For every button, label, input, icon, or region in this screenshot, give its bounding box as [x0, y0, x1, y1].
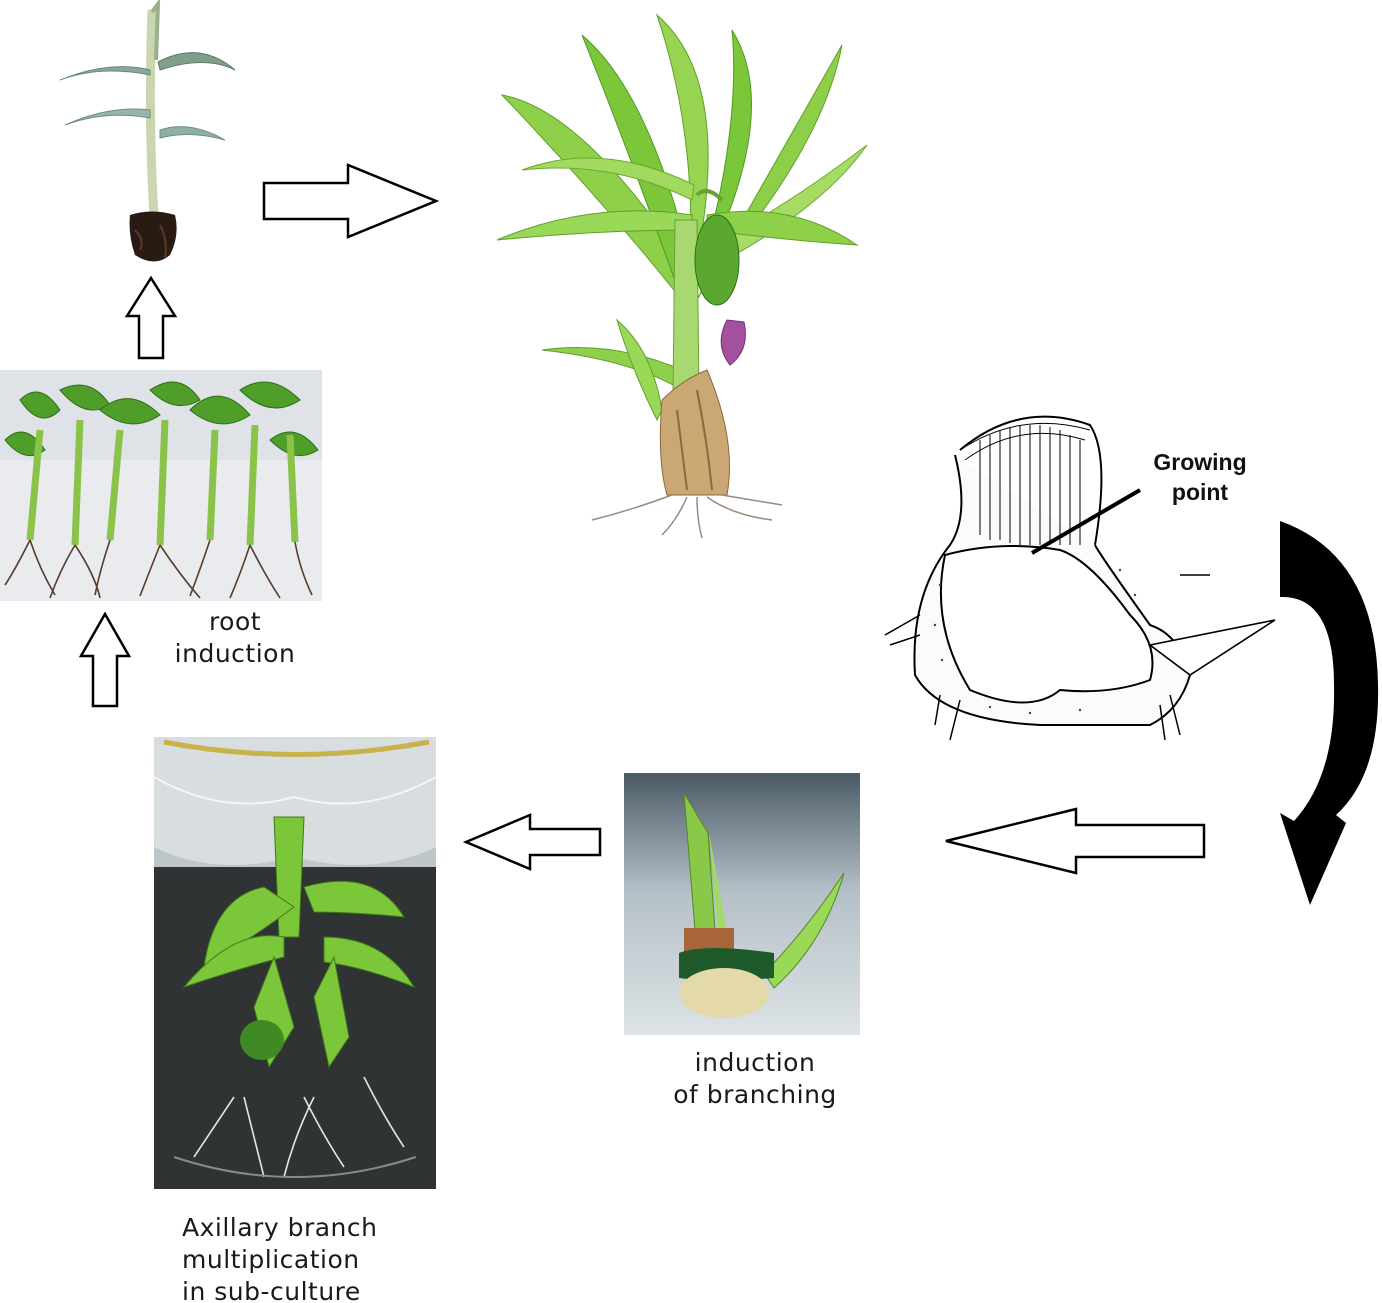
mature-banana-plant-image	[496, 13, 868, 539]
jar-subculture-photo	[154, 737, 436, 1189]
curved-arrow-down-icon	[1280, 521, 1379, 905]
block-arrow-right-icon	[262, 163, 440, 239]
growing-point-label: Growing point	[1153, 449, 1247, 505]
induction-of-branching-label: induction of branching	[673, 1048, 837, 1109]
block-arrow-left-icon	[945, 807, 1206, 875]
block-arrow-up-icon	[78, 612, 132, 708]
rooted-shoots-photo	[0, 370, 322, 601]
branching-explant-photo	[624, 773, 860, 1035]
rooted-plantlet-image	[59, 0, 236, 262]
block-arrow-left-icon	[462, 813, 602, 871]
block-arrow-up-icon	[124, 276, 178, 360]
root-induction-label: root induction	[174, 607, 296, 668]
axillary-branch-multiplication-label: Axillary branch multiplication in sub-cu…	[182, 1213, 378, 1303]
corm-cross-section-drawing	[884, 415, 1276, 741]
banana-flower-icon	[720, 319, 746, 366]
